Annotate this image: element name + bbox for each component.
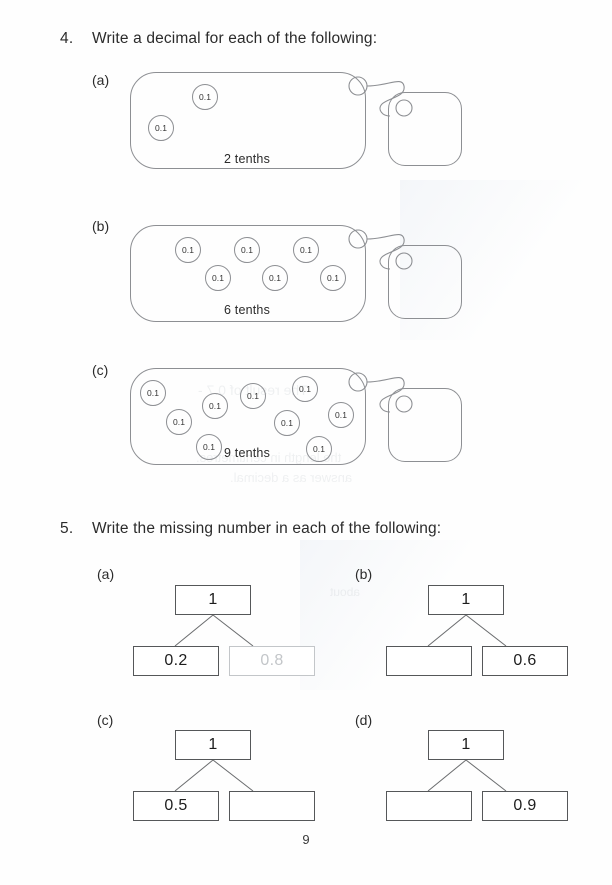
number-bond-b: 1 0.6 — [378, 585, 608, 695]
bond-part-left-a[interactable]: 0.2 — [133, 646, 219, 676]
question-4-number: 4. — [60, 30, 74, 47]
tenth-disc: 0.1 — [328, 402, 354, 428]
tenth-disc: 0.1 — [140, 380, 166, 406]
bond-part-right-d[interactable]: 0.9 — [482, 791, 568, 821]
tenth-disc: 0.1 — [148, 115, 174, 141]
tenths-count-label-b: 6 tenths — [223, 303, 271, 317]
question-5-part-b-label: (b) — [355, 566, 373, 582]
question-4-part-c-group: 0.1 0.1 0.1 0.1 0.1 0.1 0.1 0.1 0.1 9 te… — [130, 368, 462, 473]
question-5-prompt: Write the missing number in each of the … — [92, 520, 442, 537]
question-4-prompt: Write a decimal for each of the followin… — [92, 30, 378, 47]
question-4-part-a-group: 0.1 0.1 2 tenths — [130, 72, 462, 177]
tenth-disc: 0.1 — [306, 436, 332, 462]
tenth-disc: 0.1 — [240, 383, 266, 409]
question-4-part-b-label: (b) — [92, 218, 110, 234]
question-5-number: 5. — [60, 520, 74, 537]
number-bond-d: 1 0.9 — [378, 730, 608, 840]
bond-whole-c[interactable]: 1 — [175, 730, 251, 760]
bond-links-d — [427, 759, 507, 792]
bond-whole-b[interactable]: 1 — [428, 585, 504, 615]
tenth-disc: 0.1 — [320, 265, 346, 291]
number-bond-c: 1 0.5 — [125, 730, 355, 840]
tenth-disc: 0.1 — [262, 265, 288, 291]
answer-box-a[interactable] — [388, 92, 462, 166]
question-4-part-c-label: (c) — [92, 362, 109, 378]
question-4-part-a-label: (a) — [92, 72, 110, 88]
number-bond-a: 1 0.2 0.8 — [125, 585, 355, 695]
bond-part-right-c[interactable] — [229, 791, 315, 821]
bond-part-left-c[interactable]: 0.5 — [133, 791, 219, 821]
bond-links-c — [174, 759, 254, 792]
tenth-disc: 0.1 — [274, 410, 300, 436]
tenth-disc: 0.1 — [202, 393, 228, 419]
tenth-disc: 0.1 — [293, 237, 319, 263]
answer-box-b[interactable] — [388, 245, 462, 319]
tenths-count-label-a: 2 tenths — [223, 152, 271, 166]
bond-whole-a[interactable]: 1 — [175, 585, 251, 615]
question-5-part-d-label: (d) — [355, 712, 373, 728]
question-5-part-a-label: (a) — [97, 566, 115, 582]
page-number: 9 — [302, 832, 310, 847]
tenths-container-a — [130, 72, 366, 169]
tenth-disc: 0.1 — [234, 237, 260, 263]
bond-part-left-b[interactable] — [386, 646, 472, 676]
question-5-part-c-label: (c) — [97, 712, 114, 728]
tenth-disc: 0.1 — [292, 376, 318, 402]
bond-whole-d[interactable]: 1 — [428, 730, 504, 760]
tenth-disc: 0.1 — [196, 434, 222, 460]
bond-part-right-b[interactable]: 0.6 — [482, 646, 568, 676]
tenths-container-c — [130, 368, 366, 465]
question-5-heading: 5. Write the missing number in each of t… — [60, 520, 441, 538]
tenth-disc: 0.1 — [192, 84, 218, 110]
bond-links-b — [427, 614, 507, 647]
tenth-disc: 0.1 — [175, 237, 201, 263]
answer-box-c[interactable] — [388, 388, 462, 462]
bond-part-left-d[interactable] — [386, 791, 472, 821]
tenths-container-b — [130, 225, 366, 322]
tenth-disc: 0.1 — [166, 409, 192, 435]
tenth-disc: 0.1 — [205, 265, 231, 291]
tenths-count-label-c: 9 tenths — [223, 446, 271, 460]
question-4-part-b-group: 0.1 0.1 0.1 0.1 0.1 0.1 6 tenths — [130, 225, 462, 330]
bond-part-right-a[interactable]: 0.8 — [229, 646, 315, 676]
question-4-heading: 4. Write a decimal for each of the follo… — [60, 30, 377, 48]
bond-links-a — [174, 614, 254, 647]
